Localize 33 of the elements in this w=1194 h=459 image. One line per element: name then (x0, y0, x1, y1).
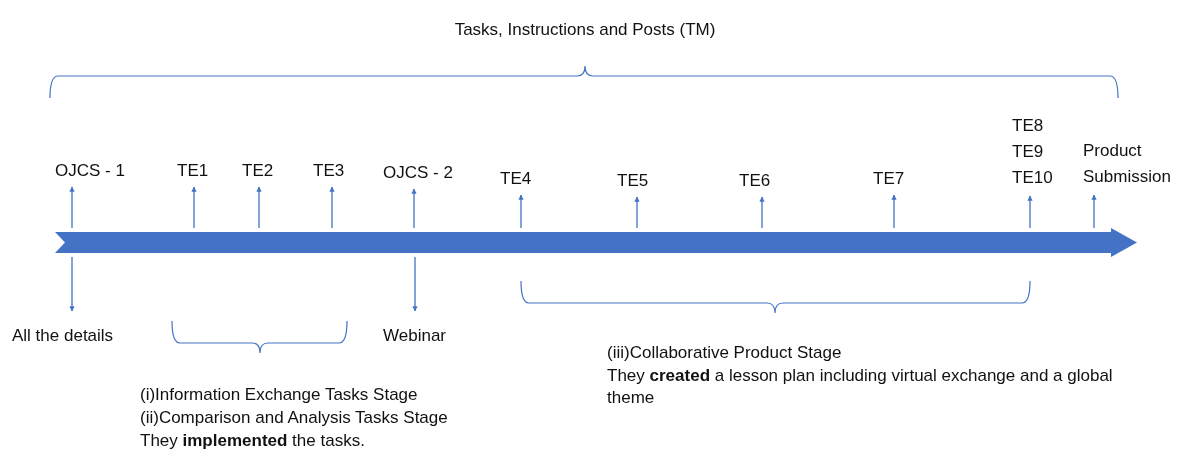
timeline-label: TE1 (177, 160, 213, 182)
arrow (191, 186, 197, 229)
arrow (69, 186, 75, 229)
arrow (256, 186, 262, 229)
timeline-label: TE2 (242, 160, 278, 182)
timeline-label: Webinar (383, 325, 463, 347)
timeline-label: All the details (12, 325, 144, 347)
timeline-label: TE5 (617, 170, 655, 192)
stage-note: They implemented the tasks. (140, 430, 366, 452)
timeline-label: TE6 (739, 170, 777, 192)
heading: Tasks, Instructions and Posts (TM) (453, 19, 717, 41)
timeline-arrow (55, 228, 1137, 257)
arrow (634, 196, 640, 229)
timeline-label: OJCS - 1 (55, 160, 135, 182)
timeline-label: TE8 TE9 TE10 (1012, 113, 1058, 191)
arrow (1027, 195, 1033, 229)
timeline-label: TE4 (500, 168, 538, 190)
stage-note: (ii)Comparison and Analysis Tasks Stage (140, 407, 449, 429)
timeline-label: TE3 (313, 160, 351, 182)
arrow (759, 196, 765, 229)
arrow (1091, 194, 1097, 229)
timeline-label: TE7 (873, 168, 911, 190)
timeline-label: Product Submission (1083, 138, 1187, 190)
stage-note: (iii)Collaborative Product Stage (607, 342, 843, 364)
stage-note: They created a lesson plan including virtual exchange and a global theme (607, 365, 1114, 409)
timeline-label: OJCS - 2 (383, 162, 463, 184)
arrow (69, 256, 75, 312)
arrow (411, 188, 417, 229)
arrow (891, 194, 897, 229)
arrow (518, 194, 524, 229)
arrow (412, 256, 418, 312)
arrow (329, 186, 335, 229)
stage-note: (i)Information Exchange Tasks Stage (140, 384, 419, 406)
